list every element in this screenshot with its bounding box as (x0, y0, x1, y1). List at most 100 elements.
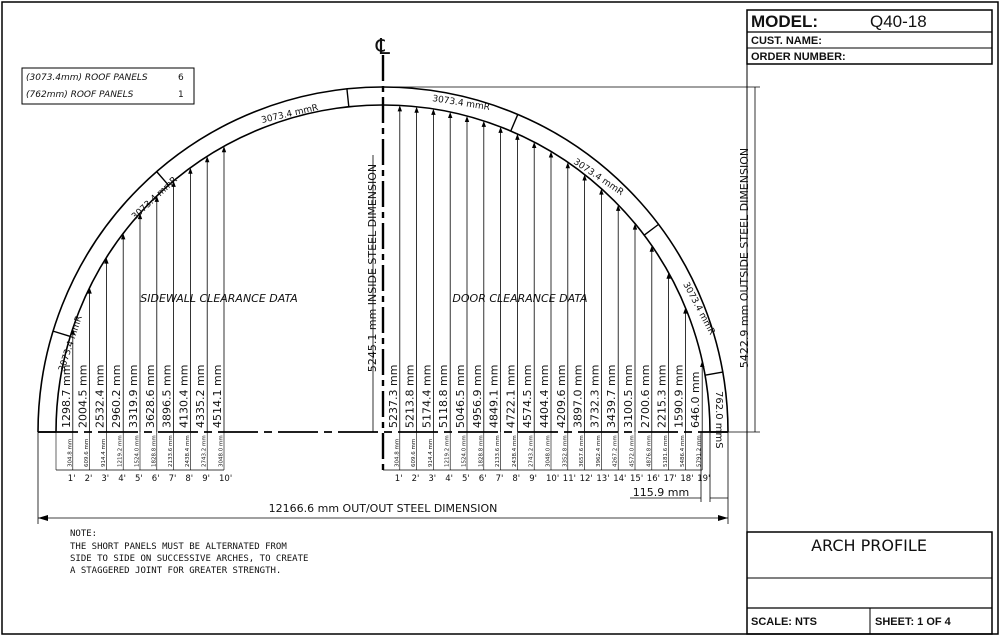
sidewall-arrowhead-1 (70, 328, 76, 335)
note-line-1: THE SHORT PANELS MUST BE ALTERNATED FROM (70, 542, 287, 552)
door-height-8: 4722.1 mm (504, 365, 517, 428)
sidewall-height-5: 3319.9 mm (127, 365, 140, 428)
title-block-header: MODEL: Q40-18 CUST. NAME: ORDER NUMBER: (746, 9, 993, 634)
door-height-4: 5118.8 mm (437, 365, 450, 428)
door-arrowhead-4 (448, 111, 453, 118)
sidewall-offset-3: 914.4 mm (101, 439, 107, 467)
note-block: NOTE: THE SHORT PANELS MUST BE ALTERNATE… (70, 529, 308, 576)
sidewall-offset-8: 2438.4 mm (185, 435, 191, 467)
sidewall-height-1: 1298.7 mm (60, 365, 73, 428)
arch-panel-joints (52, 88, 723, 376)
door-arrowhead-9 (532, 142, 537, 149)
sidewall-clearance-title: SIDEWALL CLEARANCE DATA (140, 292, 298, 305)
outside-height-label: 5422.9 mm OUTSIDE STEEL DIMENSION (738, 148, 751, 368)
door-index-6: 6' (479, 474, 487, 484)
door-offset-19: 5791.2 mm (697, 435, 703, 467)
door-height-16: 2700.6 mm (639, 365, 652, 428)
radius-label-1: 3073.4 mmR (57, 315, 84, 373)
door-arrowhead-15 (632, 223, 638, 230)
door-offset-16: 4876.8 mm (646, 435, 652, 467)
door-index-5: 5' (462, 474, 470, 484)
door-height-7: 4849.1 mm (488, 365, 501, 428)
door-height-3: 5174.4 mm (420, 365, 433, 428)
model-value: Q40-18 (870, 12, 927, 31)
door-arrowhead-12 (582, 174, 587, 181)
sidewall-height-2: 2004.5 mm (77, 365, 90, 428)
door-offset-18: 5486.4 mm (680, 435, 686, 467)
customer-name-label: CUST. NAME: (751, 35, 822, 47)
sidewall-height-3: 2532.4 mm (93, 365, 106, 428)
door-offset-4: 1219.2 mm (445, 435, 451, 467)
door-arrowhead-19 (700, 361, 705, 368)
offset-label: 115.9 mm (633, 486, 689, 499)
legend-count-roof-panels-long: 6 (178, 73, 184, 83)
door-height-13: 3732.3 mm (588, 365, 601, 428)
door-index-9: 9' (529, 474, 537, 484)
door-index-16: 16' (647, 474, 660, 484)
drawing-title: ARCH PROFILE (811, 536, 927, 555)
sidewall-offset-9: 2743.2 mm (202, 435, 208, 467)
sidewall-arrowhead-4 (121, 233, 126, 240)
door-index-7: 7' (496, 474, 504, 484)
door-clearance-title: DOOR CLEARANCE DATA (452, 292, 587, 305)
door-height-10: 4404.4 mm (538, 365, 551, 428)
door-offset-1: 304.8 mm (394, 439, 400, 467)
door-offset-11: 3352.8 mm (562, 435, 568, 467)
sidewall-index-7: 7' (169, 474, 177, 484)
sidewall-index-4: 4' (118, 474, 126, 484)
door-index-4: 4' (445, 474, 453, 484)
door-offset-2: 609.6 mm (411, 439, 417, 467)
arch-joint-5 (643, 223, 659, 236)
door-arrowhead-5 (464, 115, 470, 122)
sidewall-offset-6: 1828.8 mm (151, 435, 157, 467)
door-height-18: 1590.9 mm (672, 365, 685, 428)
door-height-2: 5213.8 mm (404, 365, 417, 428)
sidewall-offset-10: 3048.0 mm (219, 435, 225, 467)
door-index-19: 19' (697, 474, 710, 484)
door-arrowhead-8 (515, 133, 520, 140)
door-index-10: 10' (546, 474, 559, 484)
door-offset-7: 2133.6 mm (495, 435, 501, 467)
sidewall-arrowhead-7 (171, 180, 176, 187)
arch-joint-3 (346, 88, 350, 107)
door-offset-14: 4267.2 mm (613, 435, 619, 467)
short-segment-label: 762.0 mmS (713, 391, 724, 449)
door-arrowhead-16 (649, 245, 654, 252)
door-index-13: 13' (596, 474, 609, 484)
offset-dimension (630, 432, 728, 502)
door-index-2: 2' (412, 474, 420, 484)
door-index-1: 1' (395, 474, 403, 484)
sheet-label: SHEET: 1 OF 4 (875, 616, 952, 628)
title-block-footer: ARCH PROFILE SCALE: NTS SHEET: 1 OF 4 (746, 531, 993, 635)
door-offset-8: 2438.4 mm (512, 435, 518, 467)
sidewall-height-4: 2960.2 mm (110, 365, 123, 428)
door-index-12: 12' (580, 474, 593, 484)
door-height-19: 646.0 mm (689, 372, 702, 428)
door-arrowhead-11 (565, 162, 570, 169)
sidewall-index-2: 2' (85, 474, 93, 484)
door-arrowhead-18 (683, 307, 688, 314)
door-height-11: 4209.6 mm (555, 365, 568, 428)
legend-label-roof-panels-long: (3073.4mm) ROOF PANELS (26, 73, 148, 83)
legend-count-roof-panels-short: 1 (178, 90, 184, 100)
sidewall-offset-1: 304.8 mm (67, 439, 73, 467)
sidewall-index-8: 8' (185, 474, 193, 484)
note-heading: NOTE: (70, 529, 97, 539)
arch-joint-2 (156, 171, 169, 186)
door-index-3: 3' (428, 474, 436, 484)
door-height-6: 4956.9 mm (471, 365, 484, 428)
door-index-18: 18' (680, 474, 693, 484)
door-arrowhead-1 (397, 105, 402, 112)
door-index-15: 15' (630, 474, 643, 484)
arch-joint-4 (510, 114, 519, 132)
door-offset-10: 3048.0 mm (546, 435, 552, 467)
note-line-3: A STAGGERED JOINT FOR GREATER STRENGTH. (70, 566, 281, 576)
sidewall-offset-7: 2133.6 mm (168, 435, 174, 467)
panel-legend: (3073.4mm) ROOF PANELS 6 (762mm) ROOF PA… (21, 67, 195, 105)
radius-label-2: 3073.4 mmR (130, 175, 179, 222)
sidewall-index-3: 3' (101, 474, 109, 484)
door-arrowhead-10 (548, 151, 554, 158)
sidewall-height-6: 3628.6 mm (144, 365, 157, 428)
door-height-15: 3100.5 mm (622, 365, 635, 428)
